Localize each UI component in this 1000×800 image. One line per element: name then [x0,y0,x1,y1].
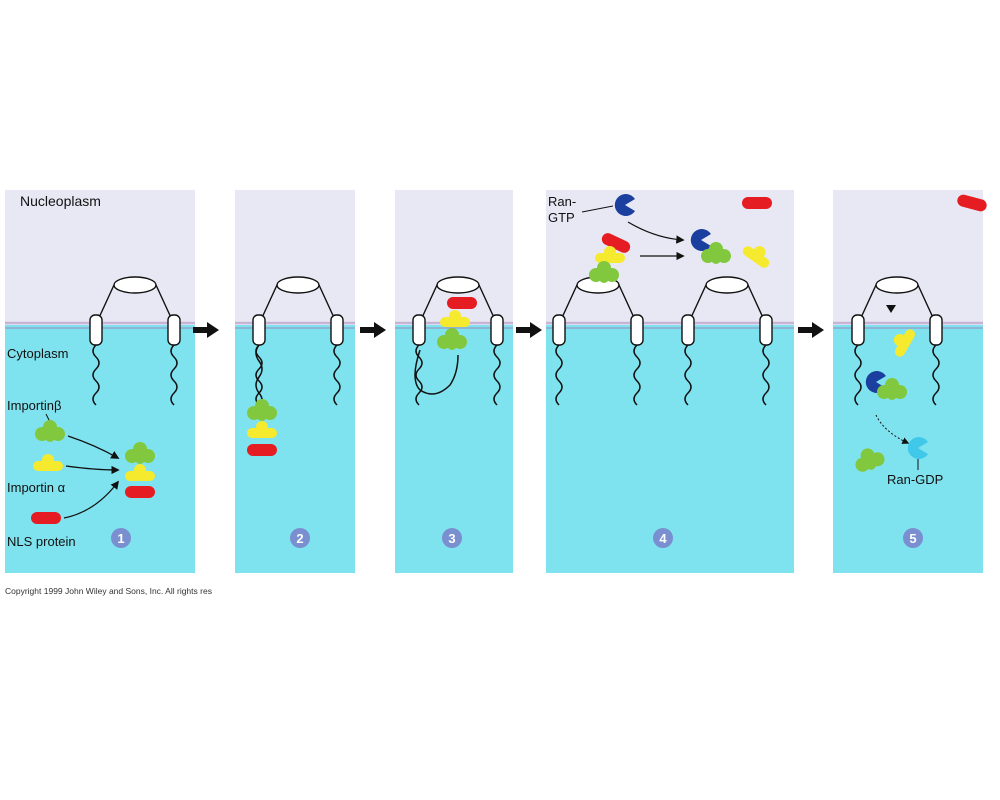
step-badge-4 [653,528,673,548]
importin-beta-label: Importinβ [7,398,61,413]
step-number-3: 3 [448,531,455,546]
next-step-arrow [798,322,824,338]
panel-step-1: Nucleoplasm Cytoplasm Importinβ Importin… [5,190,195,573]
step-badge-2 [290,528,310,548]
importin-alpha-label: Importin α [7,480,66,495]
pore-filament [414,349,459,395]
ran-gdp-label: Ran-GDP [887,472,943,487]
binding-arrow [65,465,120,475]
direction-marker [886,305,896,313]
ran-gtp-label-line1: Ran- [548,194,576,209]
label-leader-line [581,205,614,213]
panel-step-2: 2 [235,190,355,573]
nucleoplasm-region [833,190,983,325]
ran-gtp-label-line2: GTP [548,210,575,225]
nls-protein-molecule [31,512,61,524]
binding-arrow [67,435,120,459]
step-number-2: 2 [296,531,303,546]
step-badge-5 [903,528,923,548]
copyright-notice: Copyright 1999 John Wiley and Sons, Inc.… [5,586,212,596]
step-number-1: 1 [117,531,124,546]
panel-step-4: Ran- GTP 4 [546,190,794,573]
panel-step-5: Ran-GDP 5 [833,190,989,573]
step-badge-1 [111,528,131,548]
free-nls-protein [742,197,772,209]
step-number-5: 5 [909,531,916,546]
nucleoplasm-region [235,190,355,325]
nucleoplasm-label: Nucleoplasm [20,193,101,209]
next-step-arrow [193,322,219,338]
next-step-arrow [360,322,386,338]
nls-protein-label: NLS protein [7,534,76,549]
step-number-4: 4 [659,531,667,546]
binding-arrow [63,480,120,519]
cytoplasm-label: Cytoplasm [7,346,68,361]
step-badge-3 [442,528,462,548]
nucleoplasm-region [5,190,195,325]
panel-step-3: 3 [395,190,513,573]
pore-filament [255,344,263,406]
reaction-arrow [627,221,685,244]
next-step-arrow [516,322,542,338]
